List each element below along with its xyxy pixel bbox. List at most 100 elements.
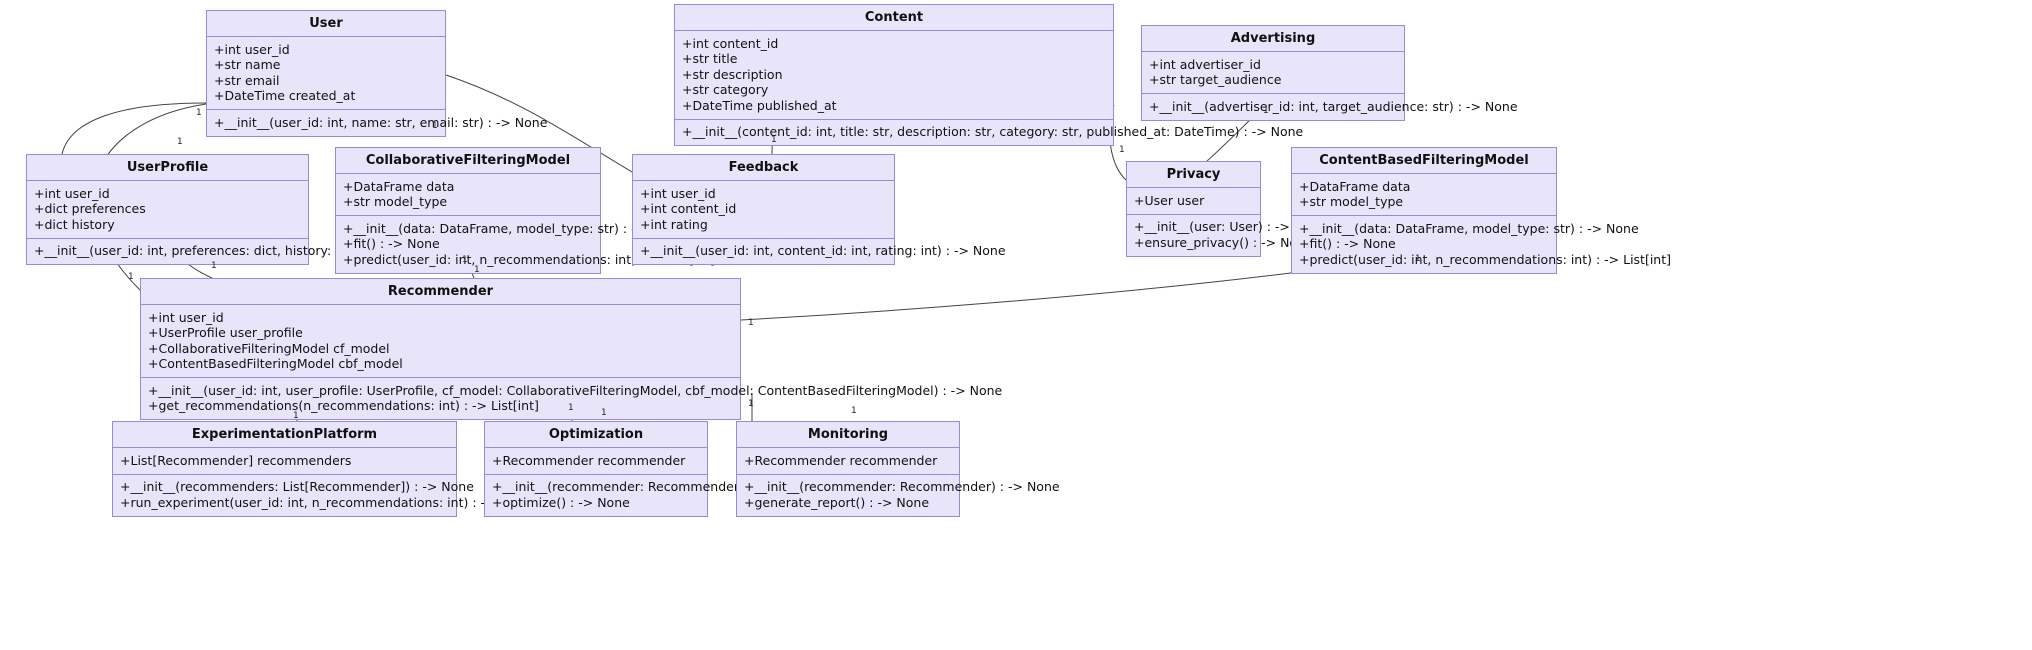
multiplicity-label: 1 — [748, 318, 754, 328]
multiplicity-label: 1 — [1119, 145, 1125, 155]
class-title: ExperimentationPlatform — [113, 422, 456, 448]
class-attributes: +DataFrame data+str model_type — [1292, 174, 1556, 216]
class-title: User — [207, 11, 445, 37]
attribute-row: +List[Recommender] recommenders — [120, 452, 352, 468]
class-methods: +__init__(user_id: int, content_id: int,… — [633, 239, 1006, 265]
multiplicity-label: 1 — [196, 108, 202, 118]
uml-class-userprofile[interactable]: UserProfile+int user_id+dict preferences… — [26, 154, 427, 265]
attribute-row: +DateTime created_at — [214, 88, 356, 103]
uml-class-advertising[interactable]: Advertising+int advertiser_id+str target… — [1141, 25, 1518, 121]
attribute-row: +CollaborativeFilteringModel cf_model — [148, 340, 390, 356]
class-attributes: +int user_id+UserProfile user_profile+Co… — [141, 305, 740, 378]
class-attributes: +User user — [1127, 188, 1260, 215]
uml-class-content[interactable]: Content+int content_id+str title+str des… — [674, 4, 1304, 146]
uml-class-optimization[interactable]: Optimization+Recommender recommender +__i… — [484, 421, 808, 517]
uml-class-experimentationplatform[interactable]: ExperimentationPlatform +List[Recommender… — [112, 421, 607, 517]
attribute-row: +str model_type — [343, 194, 448, 209]
method-row: +__init__(data: DataFrame, model_type: s… — [1299, 220, 1639, 236]
attribute-row: +dict history — [34, 216, 115, 232]
uml-class-recommender[interactable]: Recommender+int user_id+UserProfile user… — [140, 278, 1003, 420]
attribute-row: +int user_id — [148, 309, 224, 325]
multiplicity-label: 1 — [474, 265, 480, 275]
edge-user-to-userprofile — [61, 102, 207, 155]
attribute-row: +int rating — [640, 216, 708, 232]
class-title: ContentBasedFilteringModel — [1292, 148, 1556, 174]
method-row: +__init__(user_id: int, user_profile: Us… — [148, 382, 1003, 398]
class-attributes: +int user_id+int content_id+int rating — [633, 181, 894, 239]
attribute-row: +int content_id — [640, 201, 737, 216]
multiplicity-label: 1 — [128, 272, 134, 282]
attribute-row: +str target_audience — [1149, 72, 1282, 87]
class-methods: +__init__(advertiser_id: int, target_aud… — [1142, 94, 1518, 120]
class-attributes: +int content_id+str title+str descriptio… — [675, 31, 1113, 120]
class-title: Content — [675, 5, 1113, 31]
multiplicity-label: 1 — [568, 403, 574, 413]
attribute-row: +DateTime published_at — [682, 97, 837, 113]
multiplicity-label: 1 — [601, 408, 607, 418]
method-row: +__init__(recommenders: List[Recommender… — [120, 479, 474, 494]
multiplicity-label: 1 — [771, 135, 777, 145]
multiplicity-label: 1 — [851, 406, 857, 416]
class-title: Optimization — [485, 422, 707, 448]
class-methods: +__init__(content_id: int, title: str, d… — [675, 120, 1304, 146]
attribute-row: +str title — [682, 51, 738, 66]
class-title: Advertising — [1142, 26, 1404, 52]
attribute-row: +str model_type — [1299, 194, 1404, 209]
method-row: +get_recommendations(n_recommendations: … — [148, 398, 539, 413]
attribute-row: +ContentBasedFilteringModel cbf_model — [148, 356, 403, 371]
attribute-row: +str category — [682, 82, 769, 97]
class-title: Monitoring — [737, 422, 959, 448]
class-attributes: +Recommender recommender — [485, 448, 707, 475]
attribute-row: +str name — [214, 57, 281, 72]
attribute-row: +int user_id — [34, 185, 110, 201]
method-row: +__init__(user: User) : -> None — [1134, 219, 1327, 234]
attribute-row: +DataFrame data — [343, 178, 455, 194]
class-methods: +__init__(recommender: Recommender) : ->… — [485, 475, 808, 516]
class-attributes: +DataFrame data+str model_type — [336, 174, 600, 216]
class-title: Recommender — [141, 279, 740, 305]
multiplicity-label: 1 — [211, 261, 217, 271]
class-attributes: +int advertiser_id+str target_audience — [1142, 52, 1404, 94]
method-row: +__init__(advertiser_id: int, target_aud… — [1149, 98, 1518, 114]
uml-class-user[interactable]: User+int user_id+str name+str email+Date… — [206, 10, 547, 137]
attribute-row: +int advertiser_id — [1149, 56, 1261, 72]
method-row: +fit() : -> None — [1299, 236, 1396, 251]
multiplicity-label: 1 — [462, 255, 468, 265]
class-attributes: +int user_id+dict preferences+dict histo… — [27, 181, 308, 239]
uml-class-cfmodel[interactable]: CollaborativeFilteringModel+DataFrame da… — [335, 147, 715, 274]
uml-class-feedback[interactable]: Feedback+int user_id+int content_id+int … — [632, 154, 1006, 265]
attribute-row: +int user_id — [214, 41, 290, 57]
method-row: +__init__(recommender: Recommender) : ->… — [744, 479, 1060, 494]
class-title: Feedback — [633, 155, 894, 181]
uml-class-privacy[interactable]: Privacy+User user+__init__(user: User) :… — [1126, 161, 1327, 257]
attribute-row: +str email — [214, 72, 280, 88]
class-attributes: +Recommender recommender — [737, 448, 959, 475]
method-row: +fit() : -> None — [343, 236, 440, 251]
class-title: UserProfile — [27, 155, 308, 181]
class-methods: +__init__(user_id: int, preferences: dic… — [27, 239, 427, 265]
method-row: +run_experiment(user_id: int, n_recommen… — [120, 494, 607, 510]
attribute-row: +DataFrame data — [1299, 178, 1411, 194]
method-row: +__init__(recommender: Recommender) : ->… — [492, 479, 808, 494]
method-row: +__init__(data: DataFrame, model_type: s… — [343, 220, 683, 236]
uml-class-monitoring[interactable]: Monitoring+Recommender recommender +__ini… — [736, 421, 1060, 517]
class-attributes: +List[Recommender] recommenders — [113, 448, 456, 475]
class-methods: +__init__(user: User) : -> None+ensure_p… — [1127, 215, 1327, 256]
multiplicity-label: 1 — [293, 411, 299, 421]
method-row: +__init__(content_id: int, title: str, d… — [682, 124, 1304, 139]
class-methods: +__init__(data: DataFrame, model_type: s… — [336, 216, 715, 273]
attribute-row: +int content_id — [682, 35, 779, 51]
uml-class-cbfmodel[interactable]: ContentBasedFilteringModel+DataFrame dat… — [1291, 147, 1671, 274]
class-attributes: +int user_id+str name+str email+DateTime… — [207, 37, 445, 110]
class-methods: +__init__(recommender: Recommender) : ->… — [737, 475, 1060, 516]
attribute-row: +str description — [682, 66, 783, 82]
class-methods: +__init__(user_id: int, name: str, email… — [207, 110, 547, 136]
multiplicity-label: 1 — [1415, 254, 1421, 264]
attribute-row: +dict preferences — [34, 201, 146, 216]
method-row: +__init__(user_id: int, content_id: int,… — [640, 243, 1006, 258]
method-row: +optimize() : -> None — [492, 494, 630, 510]
attribute-row: +int user_id — [640, 185, 716, 201]
multiplicity-label: 1 — [748, 399, 754, 409]
class-title: Privacy — [1127, 162, 1260, 188]
